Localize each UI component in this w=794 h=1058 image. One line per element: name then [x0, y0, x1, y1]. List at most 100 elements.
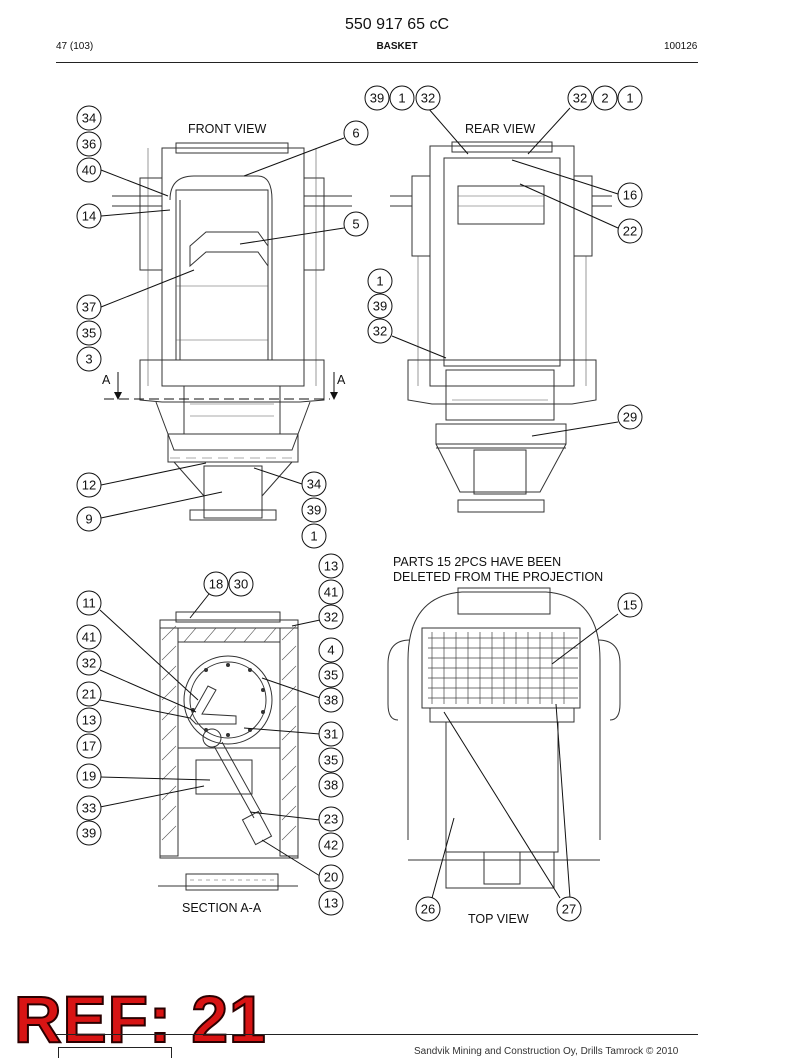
svg-text:4: 4 — [327, 643, 334, 658]
header-rule — [56, 62, 698, 63]
svg-text:5: 5 — [352, 217, 359, 232]
svg-text:35: 35 — [324, 753, 338, 768]
svg-text:15: 15 — [623, 598, 637, 613]
svg-text:39: 39 — [373, 299, 387, 314]
svg-text:17: 17 — [82, 739, 96, 754]
callout-bubble: 11 — [76, 590, 102, 616]
callout-bubble: 1 — [367, 268, 393, 294]
callout-bubble: 4 — [318, 637, 344, 663]
callouts-top: 15 26 27 — [415, 592, 643, 922]
callout-bubble: 40 — [76, 157, 102, 183]
callout-bubble: 39 — [364, 85, 390, 111]
callout-bubble: 38 — [318, 687, 344, 713]
svg-text:30: 30 — [234, 577, 248, 592]
svg-text:35: 35 — [324, 668, 338, 683]
rear-view-drawing — [390, 141, 612, 513]
callout-bubble: 42 — [318, 832, 344, 858]
callout-bubble: 17 — [76, 733, 102, 759]
front-view-label: FRONT VIEW — [188, 122, 266, 136]
svg-text:34: 34 — [307, 477, 321, 492]
callout-bubble: 39 — [76, 820, 102, 846]
callout-bubble: 1 — [617, 85, 643, 111]
callout-bubble: 5 — [343, 211, 369, 237]
svg-text:29: 29 — [623, 410, 637, 425]
top-view-label: TOP VIEW — [468, 912, 529, 926]
svg-text:11: 11 — [82, 596, 96, 611]
svg-text:27: 27 — [562, 902, 576, 917]
callouts-rear: 39 1 32 32 2 1 16 22 1 39 32 29 — [364, 85, 643, 430]
callout-bubble: 41 — [76, 624, 102, 650]
callout-bubble: 33 — [76, 795, 102, 821]
svg-text:1: 1 — [310, 529, 317, 544]
svg-text:23: 23 — [324, 812, 338, 827]
svg-text:19: 19 — [82, 769, 96, 784]
callout-bubble: 39 — [367, 293, 393, 319]
svg-text:12: 12 — [82, 478, 96, 493]
callout-bubble: 16 — [617, 182, 643, 208]
callout-bubble: 35 — [318, 662, 344, 688]
svg-text:33: 33 — [82, 801, 96, 816]
callout-bubble: 36 — [76, 131, 102, 157]
callout-bubble: 13 — [318, 890, 344, 916]
svg-text:37: 37 — [82, 300, 96, 315]
svg-text:6: 6 — [352, 126, 359, 141]
callout-bubble: 32 — [318, 604, 344, 630]
callout-bubble: 14 — [76, 203, 102, 229]
svg-text:32: 32 — [82, 656, 96, 671]
callout-bubble: 26 — [415, 896, 441, 922]
svg-text:13: 13 — [82, 713, 96, 728]
front-view-drawing — [104, 142, 352, 521]
svg-text:39: 39 — [82, 826, 96, 841]
callout-bubble: 35 — [76, 320, 102, 346]
callout-bubble: 41 — [318, 579, 344, 605]
section-cut-label-left: A — [102, 373, 111, 387]
document-number: 550 917 65 cC — [344, 16, 450, 33]
section-a-a-drawing — [158, 611, 299, 891]
callout-bubble: 6 — [343, 120, 369, 146]
callout-bubble: 31 — [318, 721, 344, 747]
svg-text:32: 32 — [373, 324, 387, 339]
svg-text:20: 20 — [324, 870, 338, 885]
callout-bubble: 9 — [76, 506, 102, 532]
svg-text:39: 39 — [307, 503, 321, 518]
footer-copyright: Sandvik Mining and Construction Oy, Dril… — [414, 1046, 679, 1057]
svg-text:35: 35 — [82, 326, 96, 341]
callout-bubble: 23 — [318, 806, 344, 832]
callout-bubble: 37 — [76, 294, 102, 320]
svg-text:26: 26 — [421, 902, 435, 917]
svg-text:32: 32 — [573, 91, 587, 106]
leader-lines — [99, 107, 619, 899]
svg-text:14: 14 — [82, 209, 96, 224]
svg-text:31: 31 — [324, 727, 338, 742]
svg-text:34: 34 — [82, 111, 96, 126]
callout-bubble: 32 — [367, 318, 393, 344]
section-title: BASKET — [376, 41, 418, 52]
callout-bubble: 1 — [389, 85, 415, 111]
date-code: 100126 — [664, 41, 698, 52]
svg-text:3: 3 — [85, 352, 92, 367]
callout-bubble: 38 — [318, 772, 344, 798]
svg-text:41: 41 — [82, 630, 96, 645]
svg-text:41: 41 — [324, 585, 338, 600]
svg-text:32: 32 — [421, 91, 435, 106]
callout-bubble: 39 — [301, 497, 327, 523]
callout-bubble: 27 — [556, 896, 582, 922]
callout-bubble: 15 — [617, 592, 643, 618]
svg-text:16: 16 — [623, 188, 637, 203]
callout-bubble: 32 — [76, 650, 102, 676]
callout-bubble: 13 — [76, 707, 102, 733]
callout-bubble: 32 — [567, 85, 593, 111]
svg-text:36: 36 — [82, 137, 96, 152]
callouts-section: 18 30 11 41 32 21 13 17 19 33 39 13 41 3… — [76, 553, 344, 916]
section-cut-label-right: A — [337, 373, 346, 387]
callout-bubble: 3 — [76, 346, 102, 372]
callouts-front: 34 36 40 14 37 35 3 6 5 12 9 34 39 1 — [76, 105, 369, 549]
callout-bubble: 20 — [318, 864, 344, 890]
callout-bubble: 18 — [203, 571, 229, 597]
svg-text:9: 9 — [85, 512, 92, 527]
note-line-2: DELETED FROM THE PROJECTION — [393, 570, 603, 584]
top-view-drawing — [387, 587, 621, 889]
svg-text:40: 40 — [82, 163, 96, 178]
note-line-1: PARTS 15 2PCS HAVE BEEN — [393, 555, 561, 569]
ref-stamp: REF: 21 — [13, 982, 267, 1056]
